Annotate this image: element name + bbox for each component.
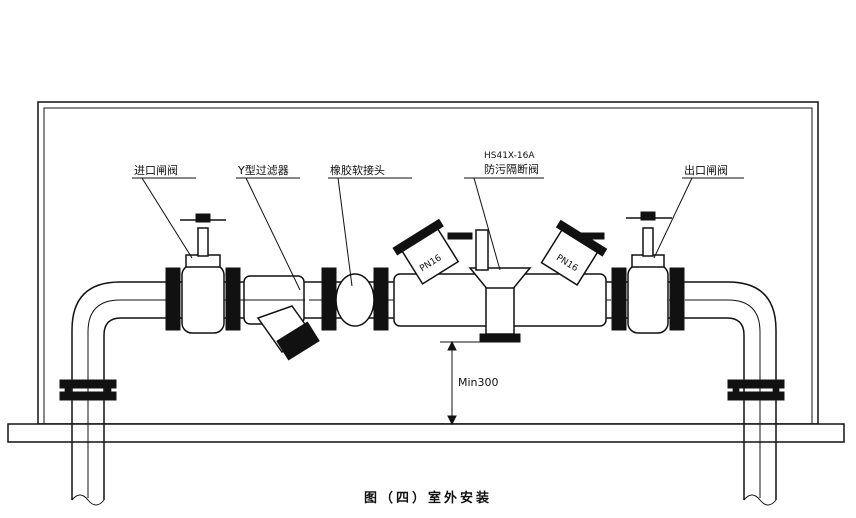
outlet-gate-valve-label: 出口闸阀 — [684, 163, 728, 177]
outlet-gate-valve — [611, 211, 685, 334]
min-clearance-dimension: Min300 — [440, 340, 499, 426]
min-clearance-label: Min300 — [458, 376, 499, 389]
rubber-joint-label: 橡胶软接头 — [330, 163, 385, 177]
ground-slab — [7, 423, 845, 443]
right-riser-pipe — [685, 281, 785, 506]
backflow-preventer: PN16 PN16 — [392, 218, 608, 343]
backflow-model-label: HS41X-16A — [484, 151, 535, 161]
figure-caption: 图（四）室外安装 — [364, 490, 492, 506]
rubber-joint — [321, 267, 389, 331]
left-riser-pipe — [59, 281, 165, 506]
inlet-gate-valve-callout: 进口闸阀 — [132, 163, 196, 259]
outlet-gate-valve-callout: 出口闸阀 — [653, 163, 744, 259]
inlet-gate-valve — [165, 213, 241, 334]
y-strainer-label: Y型过滤器 — [237, 163, 289, 177]
backflow-preventer-callout: HS41X-16A 防污隔断阀 — [464, 151, 544, 271]
inlet-gate-valve-label: 进口闸阀 — [134, 163, 178, 177]
y-strainer — [243, 275, 320, 361]
rubber-joint-callout: 橡胶软接头 — [328, 163, 412, 287]
y-strainer-callout: Y型过滤器 — [236, 163, 301, 291]
backflow-name-label: 防污隔断阀 — [484, 162, 539, 176]
